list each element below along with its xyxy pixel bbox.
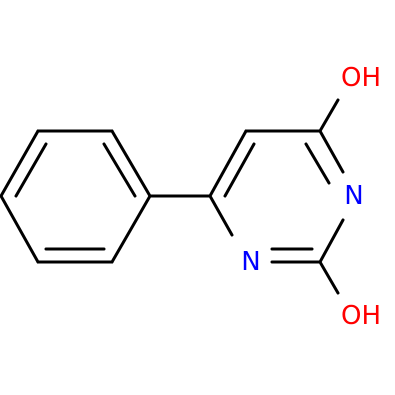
bond-c2-oh [318,260,340,295]
bond-n1-c6 [208,194,234,237]
bond-c4-oh [318,98,340,133]
bond-phenyl-6 [110,129,152,198]
phenyl-ring [0,129,152,264]
bond-phenyl-4 [0,129,40,198]
bond-c4-n3-double [304,142,331,185]
nitrogen-right-label: N [344,181,363,211]
bond-phenyl-double-3 [102,142,137,198]
bond-phenyl-double-2 [14,142,48,198]
nitrogen-left-label: N [241,247,260,277]
bond-c6-c5 [208,129,248,198]
bond-c6-c5-double [223,142,256,198]
hydroxyl-top-label: OH [341,63,381,93]
bond-c4-n3 [318,129,345,174]
bond-n3-c2 [318,218,345,264]
bond-phenyl-3 [0,194,40,264]
pyrimidine-ring [208,129,345,264]
hydroxyl-bottom-label: OH [341,301,381,331]
bond-phenyl-1 [110,194,152,264]
